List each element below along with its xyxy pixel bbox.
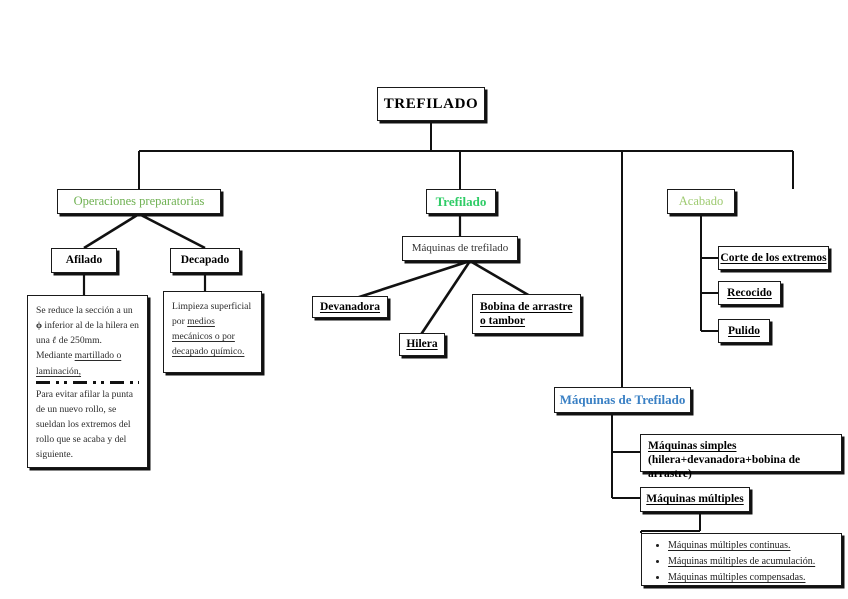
node-devanadora-label: Devanadora — [319, 300, 381, 313]
node-maquinas-simples[interactable]: Máquinas simples (hilera+devanadora+bobi… — [640, 434, 842, 480]
node-maquinas-simples-detail: (hilera+devanadora+bobina de arrastre) — [648, 454, 801, 481]
node-afilado[interactable]: Afilado — [51, 248, 117, 273]
note-decapado: Limpieza superficial por medios mecánico… — [163, 291, 262, 373]
node-maquinas-de-trefilado-sub-label: Máquinas de trefilado — [411, 241, 509, 254]
node-recocido-label: Recocido — [727, 286, 772, 299]
node-hilera-label: Hilera — [406, 338, 438, 351]
list-item[interactable]: Máquinas múltiples compensadas. — [668, 570, 815, 586]
node-bobina-de-arrastre-label: Bobina de arrastre — [480, 301, 573, 313]
node-recocido[interactable]: Recocido — [718, 281, 781, 305]
note-afilado: Se reduce la sección a un ϕ inferior al … — [27, 295, 148, 468]
node-acabado-label: Acabado — [678, 193, 724, 208]
node-root[interactable]: TREFILADO — [377, 87, 485, 121]
node-maquinas-simples-label: Máquinas simples — [648, 440, 737, 452]
note-decapado-text: Limpieza superficial por medios mecánico… — [172, 301, 252, 358]
note-afilado-part1: Se reduce la sección a un ϕ inferior al … — [36, 305, 139, 377]
bullet-label-2: Máquinas múltiples compensadas. — [668, 572, 806, 584]
node-bobina-de-arrastre-label2: o tambor — [480, 315, 526, 328]
note-divider — [36, 380, 139, 384]
node-devanadora[interactable]: Devanadora — [312, 296, 388, 318]
bullet-label-0: Máquinas múltiples continuas. — [668, 540, 791, 551]
node-pulido[interactable]: Pulido — [718, 319, 770, 343]
node-root-label: TREFILADO — [383, 95, 479, 112]
list-item[interactable]: Máquinas múltiples continuas. — [668, 538, 815, 554]
node-hilera[interactable]: Hilera — [399, 333, 445, 356]
node-maquinas-de-trefilado-section-label: Máquinas de Trefilado — [559, 392, 686, 408]
node-corte-de-los-extremos-label: Corte de los extremos — [720, 251, 827, 264]
node-maquinas-multiples-label: Máquinas múltiples — [646, 493, 744, 506]
node-pulido-label: Pulido — [728, 324, 760, 337]
node-decapado-label: Decapado — [180, 254, 230, 267]
node-decapado[interactable]: Decapado — [170, 248, 240, 273]
node-operaciones-preparatorias-label: Operaciones preparatorias — [73, 193, 205, 208]
node-operaciones-preparatorias[interactable]: Operaciones preparatorias — [57, 189, 221, 214]
node-afilado-label: Afilado — [65, 254, 103, 267]
list-item[interactable]: Máquinas múltiples de acumulación. — [668, 554, 815, 570]
bullet-label-1: Máquinas múltiples de acumulación. — [668, 556, 816, 568]
node-acabado[interactable]: Acabado — [667, 189, 735, 214]
node-maquinas-multiples-list[interactable]: Máquinas múltiples continuas. Máquinas m… — [641, 533, 842, 586]
node-trefilado-label: Trefilado — [435, 193, 487, 209]
maquinas-multiples-bullets: Máquinas múltiples continuas. Máquinas m… — [642, 534, 821, 591]
node-corte-de-los-extremos[interactable]: Corte de los extremos — [718, 246, 829, 270]
node-maquinas-multiples[interactable]: Máquinas múltiples — [640, 487, 750, 512]
node-maquinas-de-trefilado-sub[interactable]: Máquinas de trefilado — [402, 236, 518, 261]
note-afilado-part2: Para evitar afilar la punta de un nuevo … — [36, 388, 133, 461]
node-bobina-de-arrastre[interactable]: Bobina de arrastre o tambor — [472, 294, 581, 334]
node-maquinas-de-trefilado-section[interactable]: Máquinas de Trefilado — [554, 387, 691, 413]
node-trefilado[interactable]: Trefilado — [426, 189, 496, 214]
